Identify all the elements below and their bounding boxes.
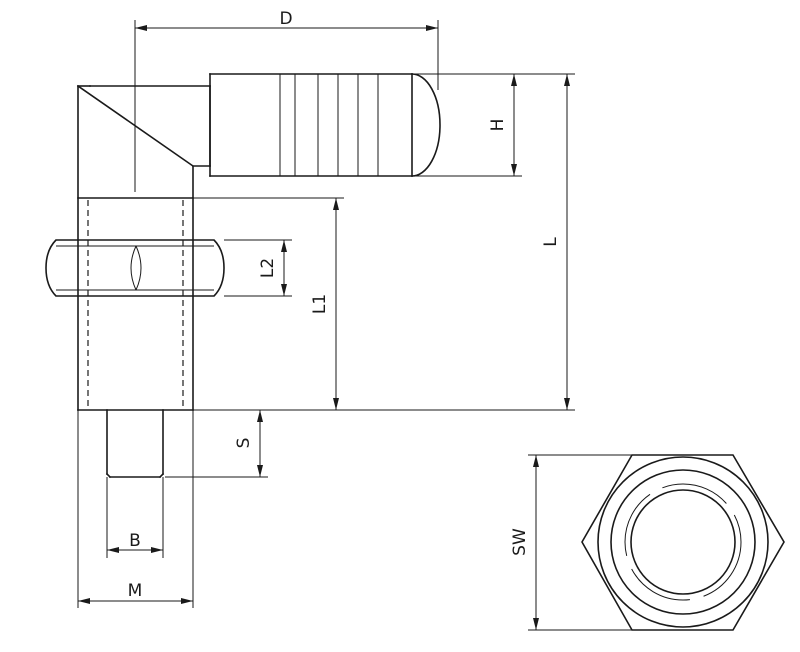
dimension-s: S <box>165 409 268 478</box>
dimension-sw: SW <box>510 454 632 631</box>
angled-head <box>76 84 211 199</box>
dimension-b: B <box>106 477 164 558</box>
label-s: S <box>234 438 254 449</box>
thread-circle <box>624 483 742 601</box>
dimension-l2: L2 <box>224 239 292 297</box>
label-b: B <box>129 531 141 551</box>
dimension-l1: L1 <box>193 197 344 410</box>
grip-knob <box>209 73 441 177</box>
dimension-lines: D H L L1 <box>77 9 632 631</box>
lock-nut <box>45 239 225 297</box>
side-view <box>45 73 441 479</box>
label-l2: L2 <box>258 258 278 278</box>
label-d: D <box>279 9 292 29</box>
hex-chamfer-circle <box>597 456 769 628</box>
dimension-d: D <box>134 9 439 192</box>
label-l: L <box>541 237 561 247</box>
inner-bore-circle <box>630 489 736 595</box>
hex-outline <box>581 454 785 631</box>
dimension-l: L <box>193 73 575 411</box>
label-h: H <box>488 119 508 132</box>
dimension-h: H <box>414 73 522 177</box>
outer-bore-circle <box>610 469 756 615</box>
end-view <box>581 454 785 631</box>
label-l1: L1 <box>310 294 330 314</box>
threaded-body <box>77 197 194 411</box>
label-m: M <box>128 581 143 601</box>
plunger-pin <box>105 409 165 479</box>
dimension-m: M <box>77 410 194 608</box>
label-sw: SW <box>510 528 530 556</box>
